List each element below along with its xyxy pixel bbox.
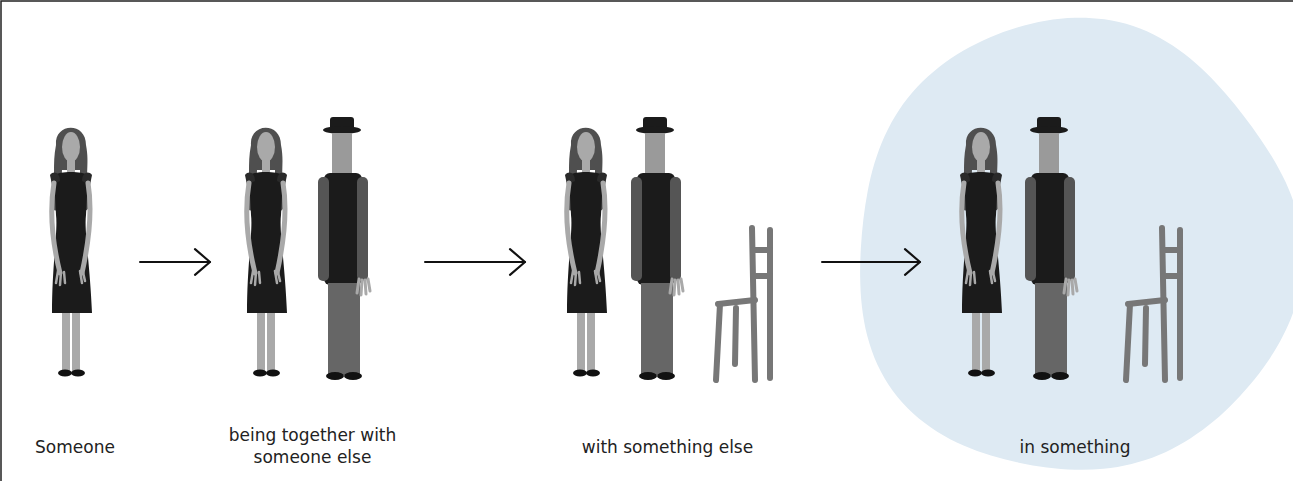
man-figure [318, 117, 370, 380]
blob-outline [850, 18, 1293, 478]
chair-figure [716, 228, 770, 380]
stage-panel: with something else [530, 100, 805, 470]
stage-caption: in something [1020, 436, 1131, 458]
woman-figure [565, 128, 607, 377]
stage-caption: being together with someone else [223, 424, 403, 468]
woman-figure [245, 128, 287, 377]
woman-figure [50, 128, 92, 377]
stage-caption: Someone [35, 436, 115, 458]
stage-caption: with something else [582, 436, 753, 458]
flow-arrow [425, 261, 525, 263]
blob-fill [860, 18, 1293, 470]
context-blob: in something [850, 18, 1293, 478]
stage-panel: Someone [20, 100, 130, 470]
stage-panel: being together with someone else [215, 100, 410, 470]
man-figure [631, 117, 683, 380]
flow-arrow [140, 261, 210, 263]
